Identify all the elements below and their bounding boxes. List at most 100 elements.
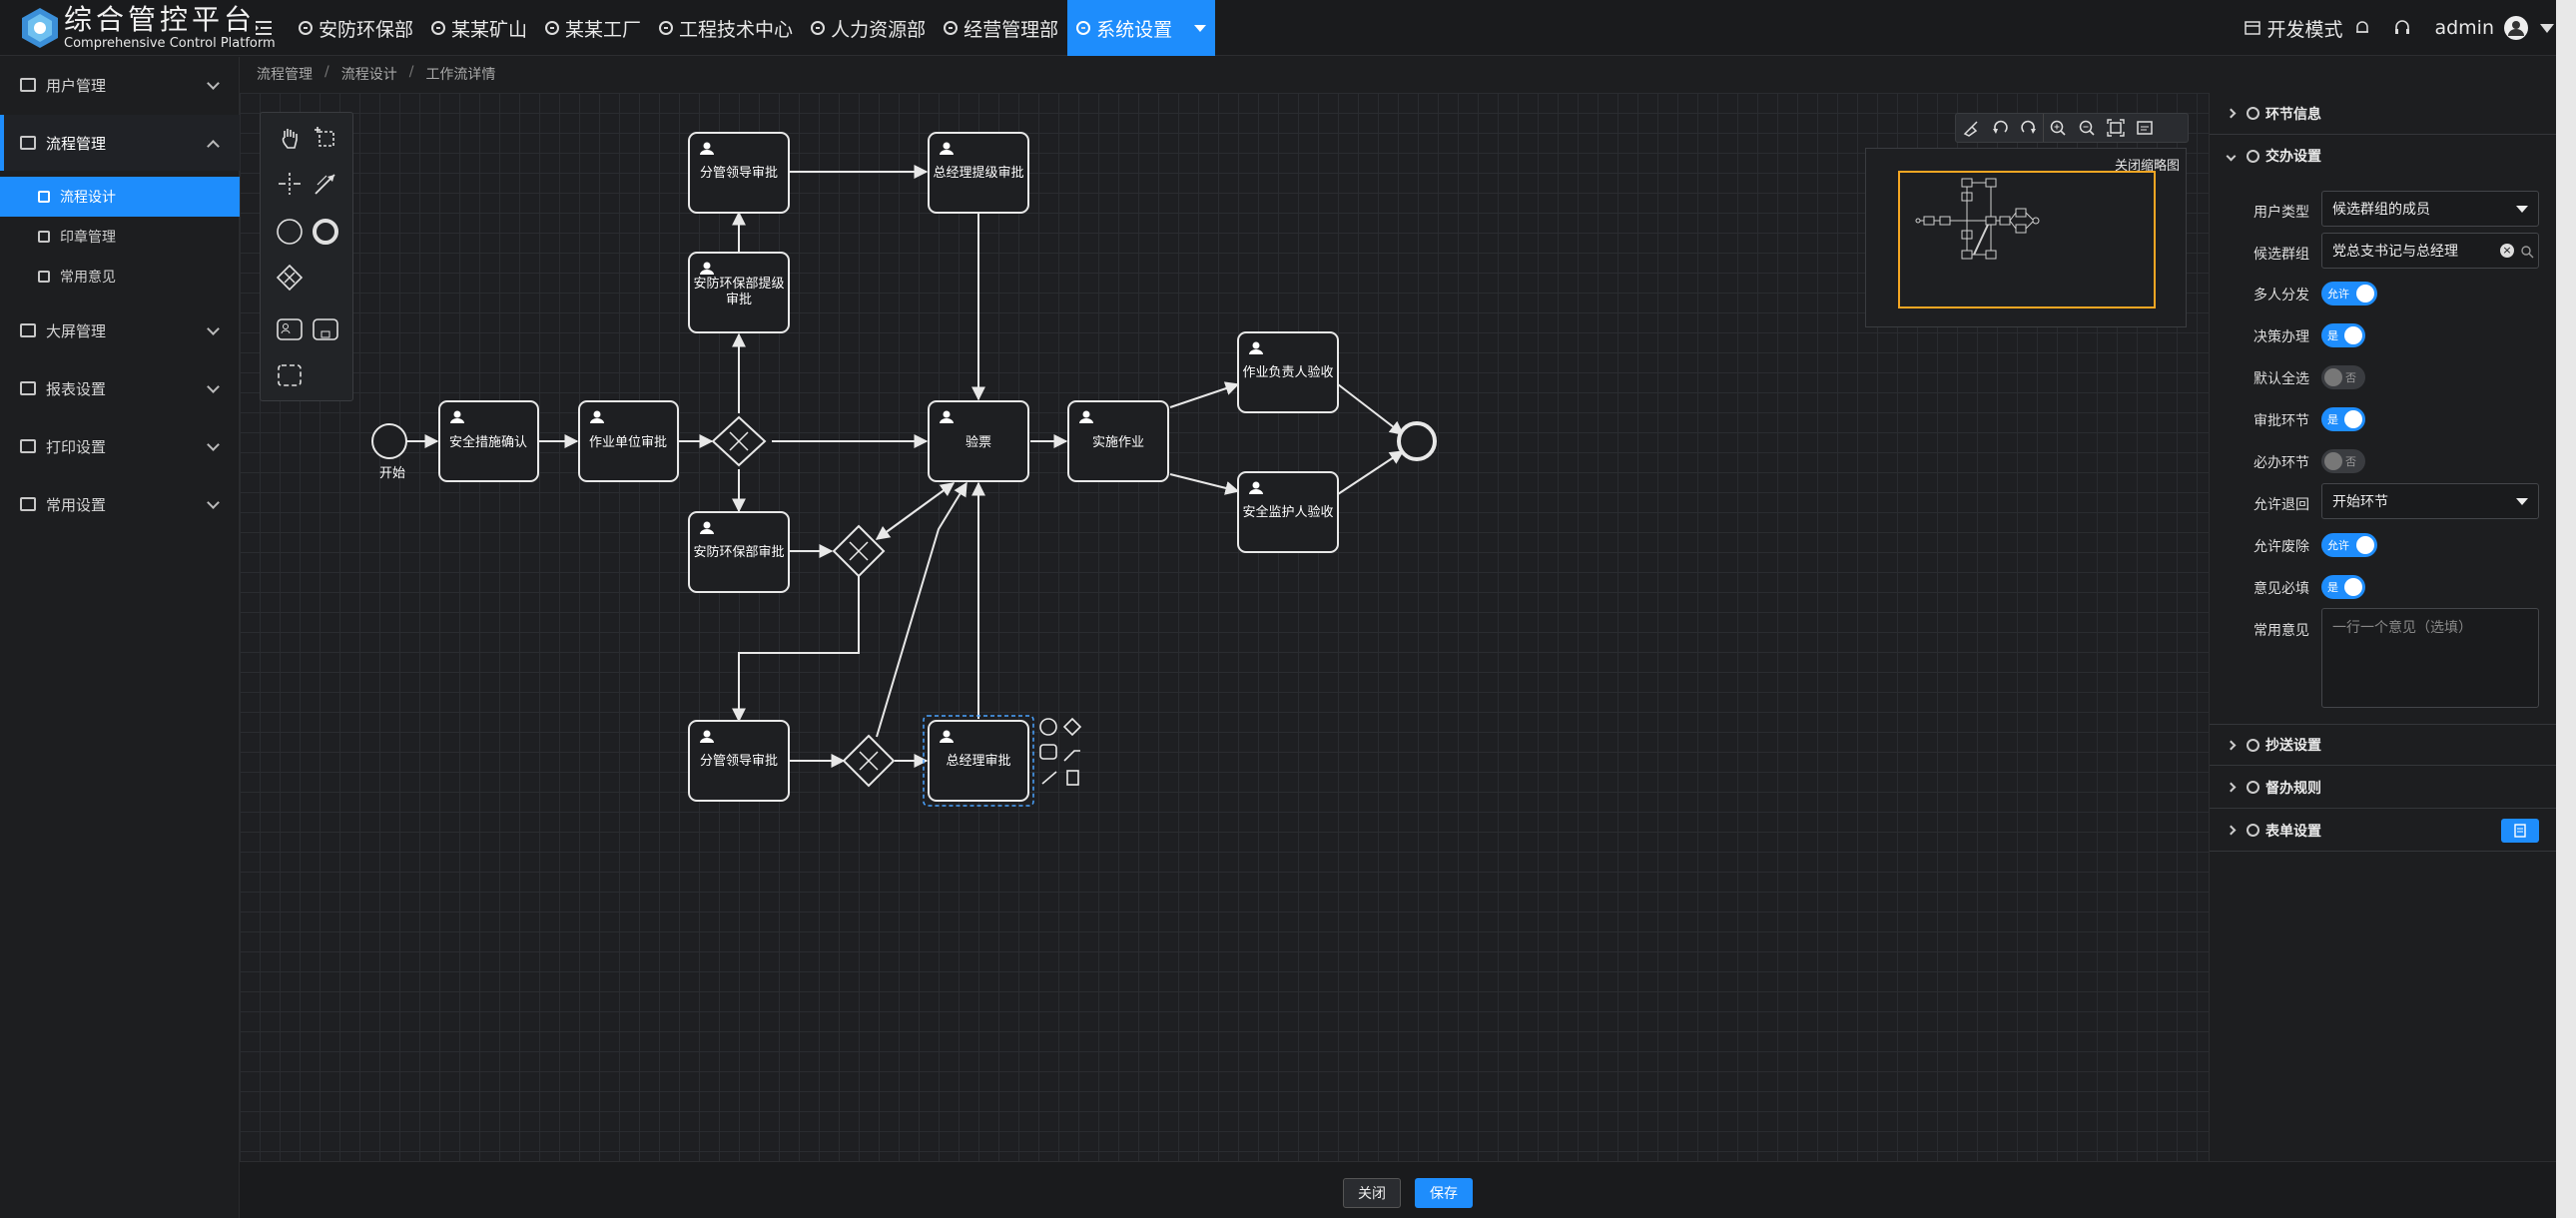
- fit-view-icon[interactable]: [2101, 114, 2130, 142]
- page-scrollbar[interactable]: [2556, 0, 2576, 1218]
- sidebar-item-common-settings[interactable]: 常用设置: [0, 476, 240, 532]
- multi-label: 多人分发: [2254, 288, 2309, 304]
- brand-subtitle: Comprehensive Control Platform: [64, 36, 276, 51]
- save-button[interactable]: 保存: [1415, 1178, 1473, 1208]
- common-opinion-textarea[interactable]: 一行一个意见（选填）: [2321, 608, 2539, 708]
- module-icon: [659, 21, 674, 35]
- group-tool-icon[interactable]: [275, 360, 305, 390]
- lasso-tool-icon[interactable]: [311, 123, 340, 153]
- section-node-info[interactable]: 环节信息: [2210, 93, 2557, 135]
- clear-icon[interactable]: ×: [2500, 244, 2514, 258]
- sidebar-item-screens[interactable]: 大屏管理: [0, 303, 240, 358]
- opinion-required-toggle[interactable]: 是: [2321, 575, 2365, 599]
- form-icon: [2247, 824, 2259, 837]
- sidebar-item-reports[interactable]: 报表设置: [0, 360, 240, 416]
- zoom-out-icon[interactable]: [2072, 114, 2101, 142]
- module-icon: [431, 21, 446, 35]
- tool-palette: [260, 112, 353, 401]
- users-icon: [20, 78, 36, 92]
- gateway-tool-icon[interactable]: [275, 263, 305, 293]
- section-supervise[interactable]: 督办规则: [2210, 767, 2557, 809]
- start-event-tool-icon[interactable]: [275, 217, 305, 247]
- end-event-tool-icon[interactable]: [311, 217, 340, 247]
- footer-bar: 关闭 保存: [240, 1161, 2576, 1218]
- module-icon: [811, 21, 826, 35]
- nav-item-hr[interactable]: 人力资源部: [802, 0, 935, 56]
- minimap-preview: [1915, 178, 2040, 260]
- dev-mode-toggle[interactable]: 开发模式: [2245, 15, 2370, 42]
- close-button[interactable]: 关闭: [1343, 1178, 1401, 1208]
- minimap-close-link[interactable]: 关闭缩略图: [2114, 159, 2180, 174]
- form-edit-button[interactable]: [2501, 819, 2539, 843]
- required-label: 必办环节: [2254, 455, 2309, 471]
- workflow-icon: [20, 136, 36, 150]
- breadcrumb-item[interactable]: 流程管理: [257, 67, 313, 83]
- group-label: 候选群组: [2254, 247, 2309, 263]
- hand-tool-icon[interactable]: [275, 123, 305, 153]
- menu-collapse-icon[interactable]: [252, 16, 276, 40]
- properties-panel: 环节信息 交办设置 用户类型 候选群组的成员 候选群组 党总支书记与总经理 × …: [2209, 93, 2557, 1161]
- headset-icon[interactable]: [2392, 18, 2412, 38]
- section-form[interactable]: 表单设置: [2210, 810, 2557, 852]
- user-type-label: 用户类型: [2254, 205, 2309, 221]
- minimap-viewport[interactable]: [1898, 171, 2156, 308]
- common-opinion-label: 常用意见: [2254, 623, 2309, 639]
- header-right: 开发模式 admin: [2245, 0, 2576, 56]
- settings-icon: [2247, 149, 2259, 163]
- connect-tool-icon[interactable]: [311, 169, 340, 199]
- minimap-toggle-icon[interactable]: [2130, 114, 2159, 142]
- printer-icon: [20, 439, 36, 453]
- select-all-toggle[interactable]: 否: [2321, 365, 2365, 389]
- user-type-select[interactable]: 候选群组的成员: [2321, 191, 2539, 227]
- bpmn-canvas[interactable]: [240, 93, 2209, 1161]
- comment-icon: [38, 271, 50, 283]
- chevron-down-icon: [207, 496, 220, 509]
- nav-item-engineering[interactable]: 工程技术中心: [650, 0, 802, 56]
- breadcrumb-item[interactable]: 流程设计: [340, 67, 397, 83]
- minimap[interactable]: 关闭缩略图: [1865, 148, 2187, 327]
- abolish-label: 允许废除: [2254, 539, 2309, 555]
- caret-down-icon: [1194, 24, 1207, 32]
- sidebar-item-print[interactable]: 打印设置: [0, 418, 240, 474]
- multi-toggle[interactable]: 允许: [2321, 282, 2377, 305]
- sidebar-item-stamp[interactable]: 印章管理: [0, 217, 240, 257]
- decision-toggle[interactable]: 是: [2321, 323, 2365, 347]
- nav-item-factory[interactable]: 某某工厂: [536, 0, 650, 56]
- brand: 综合管控平台 Comprehensive Control Platform: [64, 4, 276, 52]
- sidebar-item-workflow-design[interactable]: 流程设计: [0, 177, 240, 217]
- space-tool-icon[interactable]: [275, 169, 305, 199]
- approve-toggle[interactable]: 是: [2321, 407, 2365, 431]
- chevron-right-icon: [2226, 740, 2237, 750]
- sidebar-item-workflow[interactable]: 流程管理: [0, 115, 240, 171]
- abolish-toggle[interactable]: 允许: [2321, 533, 2377, 557]
- rule-icon: [2247, 781, 2259, 794]
- required-toggle[interactable]: 否: [2321, 449, 2365, 473]
- user-menu[interactable]: admin: [2434, 16, 2554, 40]
- section-cc[interactable]: 抄送设置: [2210, 724, 2557, 766]
- nav-item-safety[interactable]: 安防环保部: [290, 0, 422, 56]
- chevron-down-icon: [207, 77, 220, 90]
- sidebar-item-users[interactable]: 用户管理: [0, 57, 240, 113]
- canvas-toolbar: [1955, 113, 2189, 143]
- subprocess-tool-icon[interactable]: [311, 314, 340, 344]
- nav-item-system-settings[interactable]: 系统设置: [1067, 0, 1216, 56]
- undo-icon[interactable]: [1985, 114, 2014, 142]
- return-select[interactable]: 开始环节: [2321, 483, 2539, 519]
- section-handover[interactable]: 交办设置: [2210, 135, 2557, 177]
- chart-icon: [20, 381, 36, 395]
- bell-icon[interactable]: [2354, 19, 2370, 37]
- search-icon[interactable]: [2520, 245, 2534, 259]
- sidebar-item-common-opinion[interactable]: 常用意见: [0, 257, 240, 297]
- caret-down-icon: [2516, 206, 2528, 213]
- chevron-down-icon: [207, 322, 220, 335]
- zoom-in-icon[interactable]: [2043, 114, 2072, 142]
- chevron-down-icon: [207, 438, 220, 451]
- nav-item-mine[interactable]: 某某矿山: [422, 0, 536, 56]
- group-input[interactable]: 党总支书记与总经理 ×: [2321, 233, 2539, 269]
- clear-brush-icon[interactable]: [1956, 114, 1985, 142]
- stamp-icon: [38, 231, 50, 243]
- nav-item-operations[interactable]: 经营管理部: [935, 0, 1067, 56]
- brand-title: 综合管控平台: [64, 3, 257, 36]
- redo-icon[interactable]: [2014, 114, 2043, 142]
- user-task-tool-icon[interactable]: [275, 314, 305, 344]
